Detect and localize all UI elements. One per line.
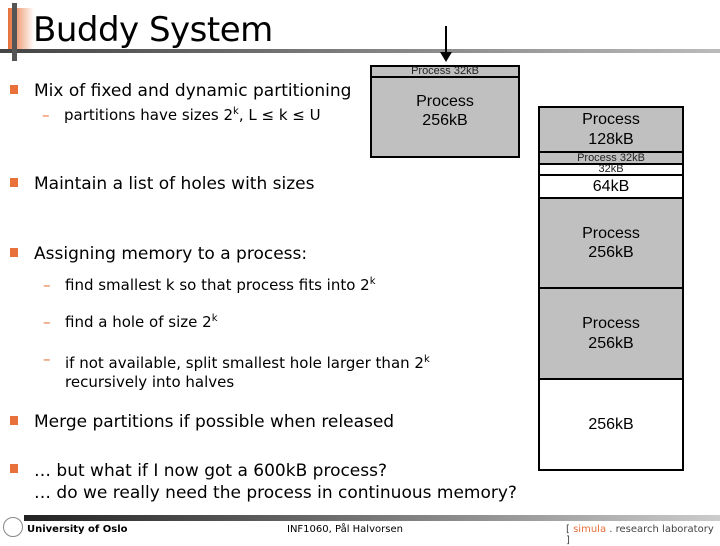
sub-bullet-sizes: –partitions have sizes 2k, L ≤ k ≤ U <box>42 106 321 124</box>
memory-block-process: Process 128kB <box>538 106 684 153</box>
slide-title: Buddy System <box>33 10 273 50</box>
sub-bullet-find-hole: –find a hole of size 2k <box>43 313 218 331</box>
memory-block-hole: 64kB <box>538 174 684 199</box>
footer-university: University of Oslo <box>27 524 128 535</box>
incoming-process-256kb: Process 256kB <box>370 76 520 158</box>
footer-simula-logo: [ simula . research laboratory ] <box>566 524 714 546</box>
title-rule <box>0 49 720 53</box>
memory-block-process: Process 256kB <box>538 197 684 289</box>
footer-rule <box>24 515 720 521</box>
arrow-down-icon <box>440 26 452 62</box>
bullet-holes: Maintain a list of holes with sizes <box>9 174 315 194</box>
memory-block-process: Process 256kB <box>538 287 684 380</box>
memory-block-hole: 256kB <box>538 378 684 471</box>
bullet-assign: Assigning memory to a process: <box>9 244 308 264</box>
sub-bullet-find-k: –find smallest k so that process fits in… <box>43 276 376 294</box>
bullet-question: … but what if I now got a 600kB process?… <box>10 461 517 503</box>
footer-course: INF1060, Pål Halvorsen <box>287 524 403 535</box>
university-seal-logo <box>3 517 23 537</box>
sub-bullet-split: –if not available, split smallest hole l… <box>43 350 430 391</box>
bullet-merge: Merge partitions if possible when releas… <box>9 412 395 432</box>
title-bar <box>12 3 17 61</box>
bullet-mix: Mix of fixed and dynamic partitioning <box>9 81 352 101</box>
